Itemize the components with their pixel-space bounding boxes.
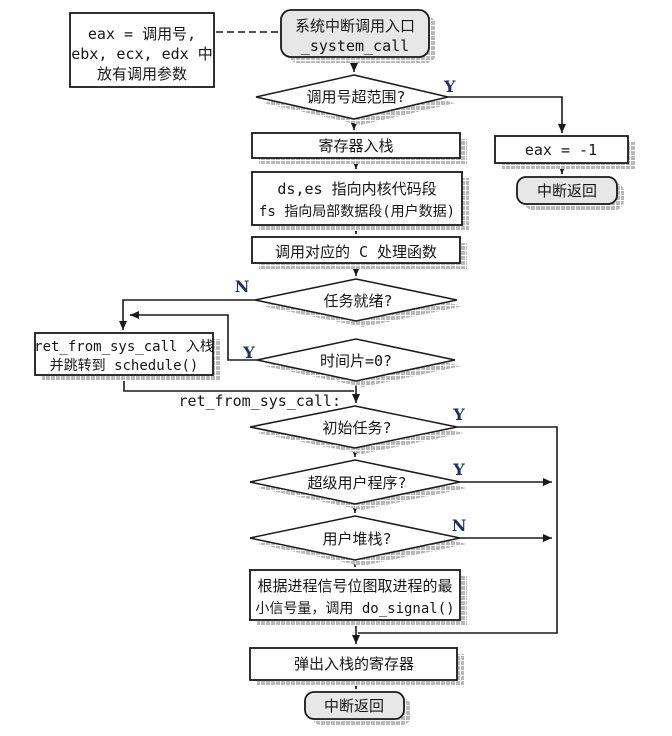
note-box-shape — [69, 12, 215, 88]
box-segments-line1: ds,es 指向内核代码段 — [277, 180, 436, 198]
box-segments-shape — [251, 171, 463, 226]
box-c-handler-shape — [251, 236, 461, 264]
decision-superuser-label: 超级用户程序? — [307, 474, 406, 492]
branch-range-yes-line — [448, 96, 566, 133]
box-signal-line2: 小信号量，调用 do_signal() — [255, 601, 454, 617]
decision-ready: 任务就绪? — [254, 278, 464, 327]
entry-terminal-line2: _system_call — [301, 37, 409, 55]
decision-userstack-shape — [249, 515, 461, 561]
branch-range-yes-label: Y — [443, 77, 456, 96]
box-segments-line2: fs 指向局部数据段(用户数据) — [259, 203, 455, 220]
box-signal-line1: 根据进程信号位图取进程的最 — [257, 577, 452, 595]
terminal-iret-right-shape — [516, 176, 618, 205]
box-c-handler-label: 调用对应的 C 处理函数 — [275, 243, 437, 261]
box-c-handler: 调用对应的 C 处理函数 — [251, 236, 467, 269]
entry-terminal: 系统中断调用入口 _system_call — [280, 9, 436, 63]
decision-range-label: 调用号超范围? — [306, 88, 405, 106]
box-push-regs-shape — [251, 132, 461, 159]
decision-superuser: 超级用户程序? — [249, 459, 467, 510]
terminal-iret-bottom-shape — [304, 691, 405, 720]
branch-userstack-no-label: N — [452, 516, 467, 535]
decision-userstack-label: 用户堆栈? — [322, 530, 391, 548]
decision-range-shape — [255, 74, 449, 120]
note-box-line2: ebx, ecx, edx 中 — [71, 45, 212, 63]
decision-ready-label: 任务就绪? — [323, 292, 392, 310]
terminal-iret-right-label: 中断返回 — [537, 182, 597, 200]
box-schedule-line1: ret_from_sys_call 入栈 — [34, 339, 214, 355]
decision-timeslice: 时间片=0? — [256, 338, 462, 387]
branch-ready-no-label: N — [235, 277, 250, 296]
note-box-line3: 放有调用参数 — [97, 65, 187, 83]
decision-timeslice-label: 时间片=0? — [320, 352, 392, 370]
terminal-iret-right: 中断返回 — [516, 176, 624, 210]
branch-initial-yes-line — [358, 426, 558, 634]
branch-superuser-yes-label: Y — [452, 460, 465, 479]
branch-ready-no-line — [119, 299, 255, 330]
entry-terminal-line1: 系统中断调用入口 — [295, 17, 415, 35]
box-signal-shape — [249, 569, 461, 621]
box-eax: eax = -1 — [494, 135, 635, 169]
box-eax-shape — [494, 135, 629, 164]
decision-initial-shape — [249, 405, 458, 449]
decision-range: 调用号超范围? — [255, 74, 455, 125]
branch-initial-yes-label: Y — [452, 405, 465, 424]
box-push-regs-label: 寄存器入栈 — [318, 137, 393, 155]
branch-timeslice-yes-label: Y — [242, 343, 255, 362]
decision-initial-label: 初始任务? — [322, 419, 391, 437]
flow-label-ret-from-sys-call: ret_from_sys_call: — [178, 392, 341, 410]
decision-ready-shape — [254, 278, 458, 322]
box-pop-regs-label: 弹出入栈的寄存器 — [294, 655, 414, 673]
branch-timeslice-yes-line — [130, 311, 257, 361]
decision-superuser-shape — [249, 459, 461, 505]
decision-initial: 初始任务? — [249, 405, 464, 454]
box-schedule-line2: 并跳转到 schedule() — [50, 358, 199, 374]
box-eax-label: eax = -1 — [525, 141, 597, 159]
entry-terminal-shape — [280, 9, 430, 58]
decision-userstack: 用户堆栈? — [249, 515, 467, 566]
box-segments: ds,es 指向内核代码段 fs 指向局部数据段(用户数据) — [251, 171, 469, 231]
box-signal: 根据进程信号位图取进程的最 小信号量，调用 do_signal() — [249, 569, 467, 626]
terminal-iret-bottom-label: 中断返回 — [324, 697, 384, 715]
box-push-regs: 寄存器入栈 — [251, 132, 467, 164]
box-pop-regs-shape — [249, 647, 458, 681]
decision-timeslice-shape — [256, 338, 456, 382]
note-box: eax = 调用号, ebx, ecx, edx 中 放有调用参数 — [69, 12, 215, 88]
box-schedule: ret_from_sys_call 入栈 并跳转到 schedule() — [34, 332, 220, 381]
box-schedule-shape — [34, 332, 214, 376]
note-box-line1: eax = 调用号, — [88, 25, 196, 43]
terminal-iret-bottom: 中断返回 — [304, 691, 411, 725]
box-pop-regs: 弹出入栈的寄存器 — [249, 647, 464, 686]
